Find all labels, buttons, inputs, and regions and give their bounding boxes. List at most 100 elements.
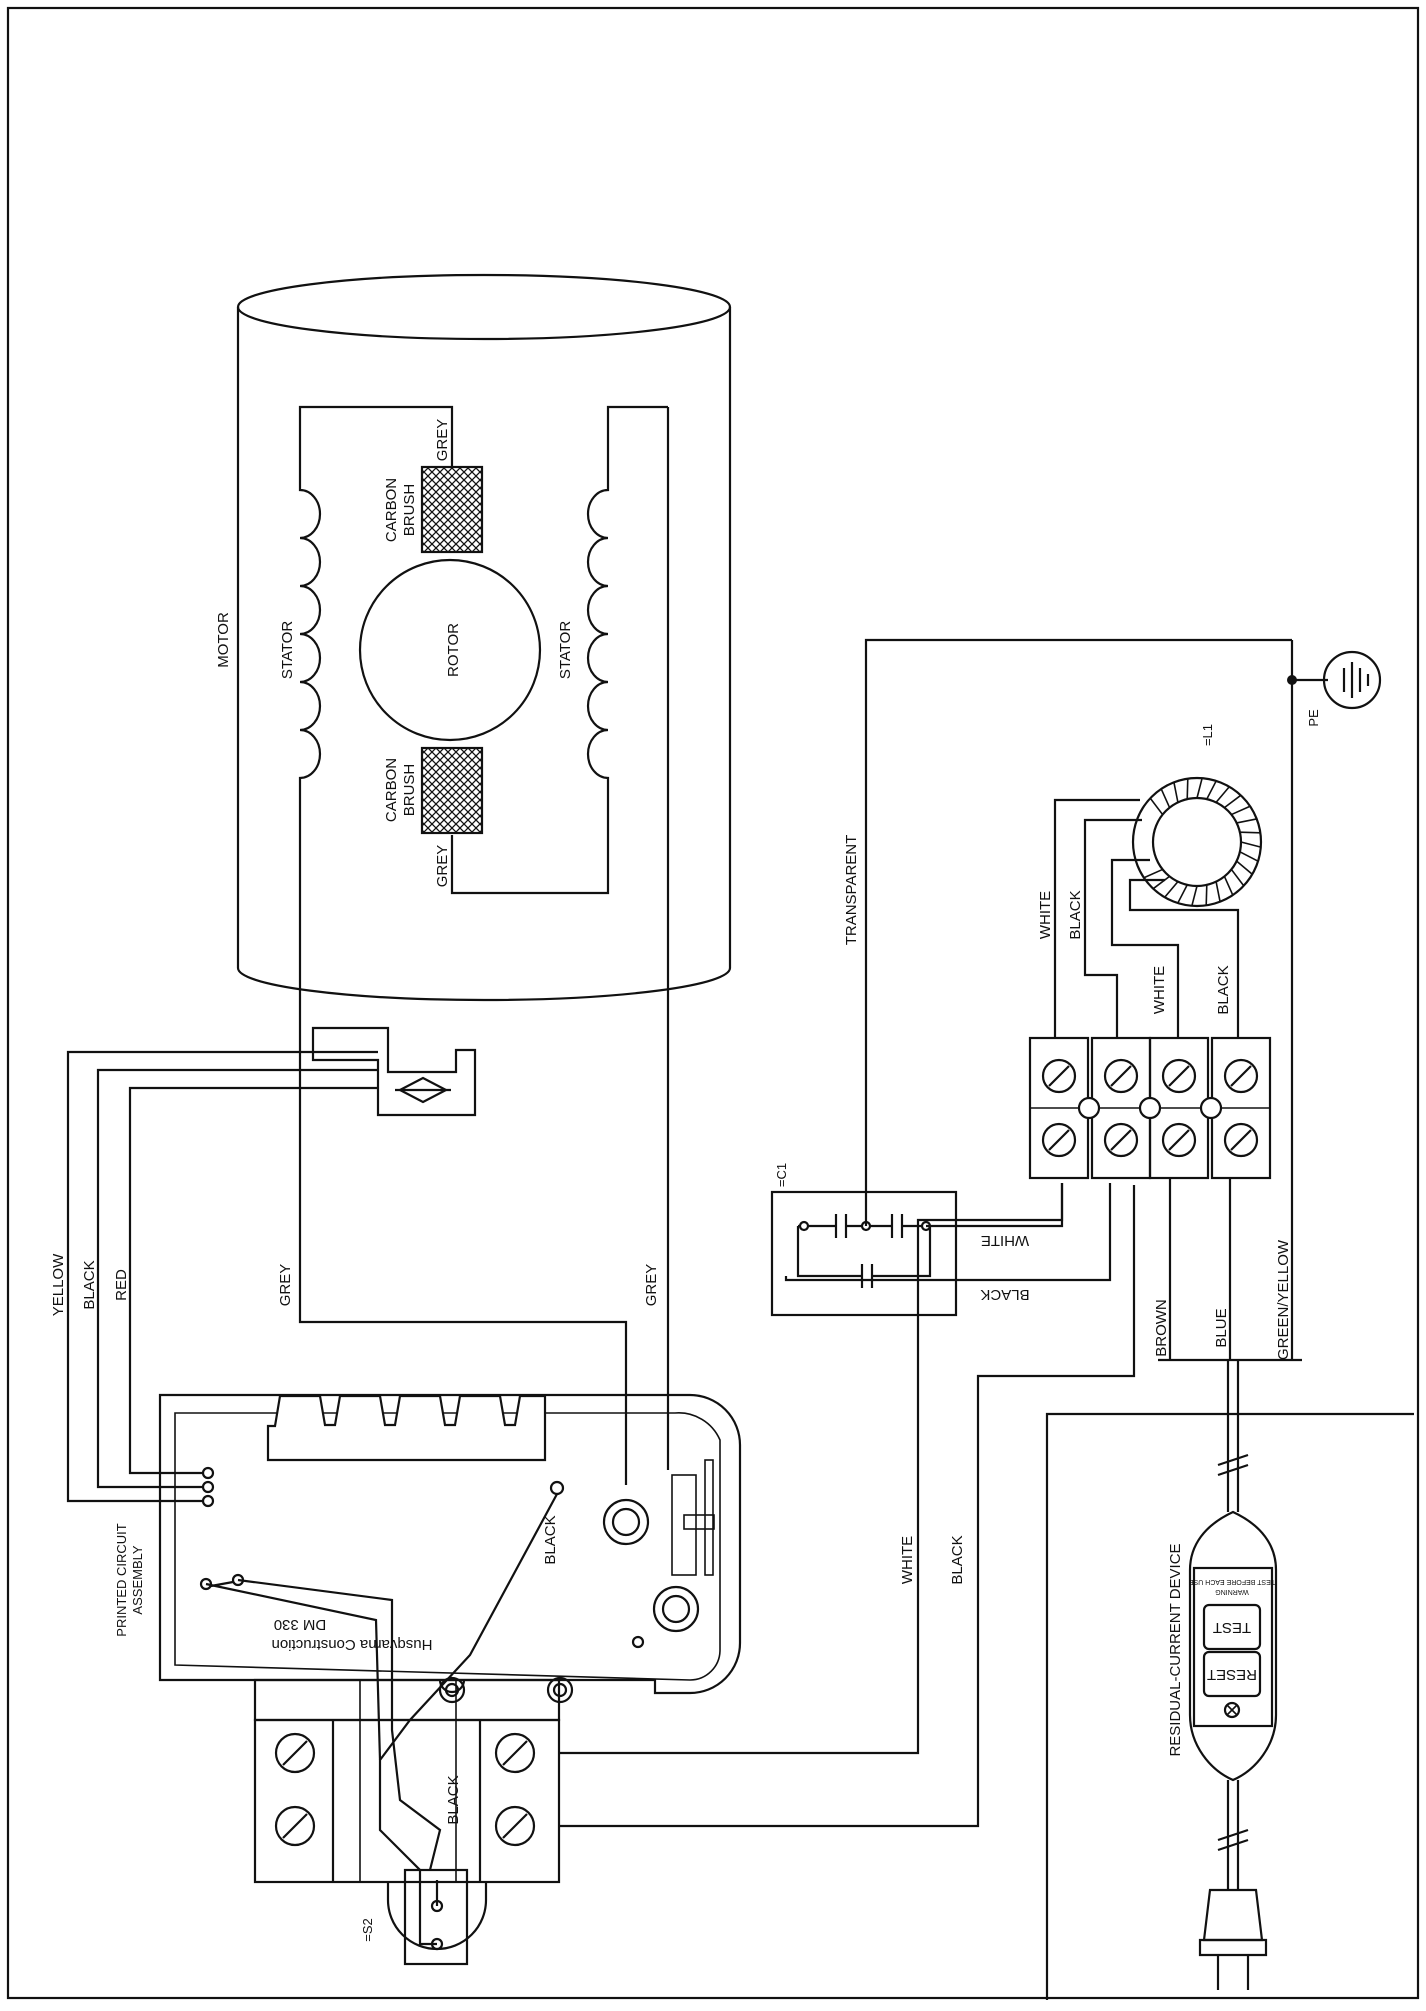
- pcb-label-2: ASSEMBLY: [130, 1545, 145, 1614]
- stator-right: [450, 405, 668, 895]
- pe-label: PE: [1306, 709, 1321, 727]
- choke-winding: [1236, 860, 1253, 875]
- wire-blue-label: BLUE: [1213, 1308, 1230, 1347]
- rotor-label: ROTOR: [445, 623, 462, 677]
- terminal-screw: [1223, 1058, 1259, 1094]
- choke-winding: [1149, 797, 1164, 816]
- protective-earth: PE: [1287, 640, 1382, 1360]
- wire-black-switch: [378, 1493, 558, 1946]
- wire-white-cap-label: WHITE: [981, 1232, 1029, 1249]
- rcd-label: RESIDUAL-CURRENT DEVICE: [1167, 1543, 1184, 1756]
- wire-black-choke-b-label: BLACK: [1215, 965, 1232, 1014]
- pcb-label-1: PRINTED CIRCUIT: [114, 1523, 129, 1636]
- terminal-screw: [274, 1805, 316, 1847]
- choke-winding: [1236, 818, 1257, 824]
- terminal-screw: [494, 1732, 536, 1774]
- capacitor-c1: =C1: [770, 1163, 958, 1317]
- terminal-screw: [274, 1732, 316, 1774]
- wire-grey-left: [298, 805, 628, 1485]
- choke-label: =L1: [1200, 724, 1215, 746]
- choke-winding: [1177, 884, 1188, 904]
- wire-black-supply-label: BLACK: [949, 1535, 966, 1584]
- motor: MOTOR STATOR STATOR ROTOR CARBON BRUSH C…: [215, 273, 732, 1002]
- choke-winding: [1239, 851, 1259, 862]
- wire-brown-label: BROWN: [1153, 1299, 1170, 1357]
- choke-winding: [1239, 831, 1261, 834]
- terminal-screw: [1103, 1122, 1139, 1158]
- terminal-screw: [1161, 1058, 1197, 1094]
- stator-right-label: STATOR: [557, 621, 574, 680]
- pcb-model: DM 330: [274, 1616, 327, 1633]
- mains-terminal-block: [1028, 1036, 1272, 1180]
- wire-black-label: BLACK: [81, 1260, 98, 1309]
- wire-white-supply-label: WHITE: [899, 1536, 916, 1584]
- ground-frame-line: [1045, 1412, 1414, 2000]
- wire-grey-left-label: GREY: [277, 1264, 294, 1307]
- rcd-warning: WARNING: [1215, 1588, 1249, 1595]
- motor-grey-wires: GREY GREY: [277, 407, 670, 1485]
- wire-yellow-label: YELLOW: [50, 1253, 67, 1316]
- heat-sink: [266, 1394, 547, 1462]
- printed-circuit-assembly: PRINTED CIRCUIT ASSEMBLY Husqvarna Const…: [114, 1393, 742, 1704]
- stator-left: [298, 405, 420, 805]
- brush-bottom-label-1: CARBON: [383, 758, 400, 822]
- rotor: [358, 558, 542, 742]
- sensor-wires: YELLOW BLACK RED: [50, 1050, 378, 1508]
- choke-winding: [1205, 884, 1208, 906]
- wire-black-cap: [784, 1183, 1112, 1282]
- motor-label: MOTOR: [215, 612, 232, 668]
- switch-terminal-block: =S2 BLACK BLACK: [205, 1493, 561, 1966]
- carbon-brush-bottom: [420, 746, 484, 835]
- choke-winding: [1231, 805, 1251, 816]
- capacitor-wires: TRANSPARENT WHITE BLACK: [784, 638, 1292, 1303]
- wire-white-choke-label: WHITE: [1037, 891, 1054, 939]
- rcd-reset-button[interactable]: [1202, 1650, 1262, 1698]
- choke-winding: [1215, 881, 1221, 902]
- wire-transparent-label: TRANSPARENT: [843, 835, 860, 946]
- capacitor-label: =C1: [774, 1163, 789, 1187]
- choke-winding: [1196, 778, 1203, 799]
- power-cable: [1217, 1360, 1249, 1890]
- brush-top-wire-label: GREY: [434, 419, 451, 462]
- plug: [1198, 1888, 1268, 1990]
- choke-l1: =L1: [1131, 724, 1263, 908]
- wire-transparent: [864, 638, 1292, 1226]
- rcd-test-button[interactable]: [1202, 1603, 1262, 1651]
- wire-black-sensor: [96, 1068, 378, 1489]
- choke-winding: [1223, 876, 1234, 896]
- terminal-screw: [1223, 1122, 1259, 1158]
- potentiometer: [671, 1474, 697, 1576]
- wire-green-yellow-label: GREEN/YELLOW: [1275, 1239, 1292, 1360]
- brush-top-label-1: CARBON: [383, 478, 400, 542]
- rcd-reset-label: RESET: [1207, 1666, 1257, 1683]
- supply-wires: WHITE BLACK: [559, 1183, 1136, 1828]
- choke-winding: [1186, 778, 1189, 800]
- terminal-screw: [1041, 1058, 1077, 1094]
- choke-winding: [1215, 786, 1230, 803]
- brush-top-label-2: BRUSH: [401, 484, 418, 537]
- rcd-indicator-icon: [1223, 1701, 1241, 1719]
- choke-winding: [1152, 875, 1171, 890]
- choke-winding: [1160, 788, 1171, 808]
- earth-icon: [1322, 650, 1382, 710]
- wire-black-switch-label: BLACK: [445, 1775, 462, 1824]
- wire-white-cap: [926, 1183, 1064, 1228]
- choke-winding: [1191, 885, 1198, 906]
- thermal-sensor: [311, 1026, 477, 1117]
- terminal-screw: [494, 1805, 536, 1847]
- residual-current-device: TEST RESET WARNING TEST BEFORE EACH USE …: [1167, 1510, 1278, 1782]
- choke-winding: [1164, 881, 1179, 898]
- wire-black-supply: [559, 1185, 1136, 1828]
- page-frame: [6, 6, 1420, 2000]
- choke-winding: [1173, 782, 1179, 803]
- brush-bottom-wire-label: GREY: [434, 845, 451, 888]
- choke-winding: [1223, 794, 1242, 809]
- terminal-screw: [1041, 1122, 1077, 1158]
- rcd-warning-note: TEST BEFORE EACH USE: [1189, 1578, 1276, 1585]
- choke-winding: [1240, 841, 1261, 848]
- choke-winding: [1230, 868, 1245, 887]
- wire-red: [128, 1086, 378, 1475]
- switch-label: =S2: [360, 1918, 375, 1942]
